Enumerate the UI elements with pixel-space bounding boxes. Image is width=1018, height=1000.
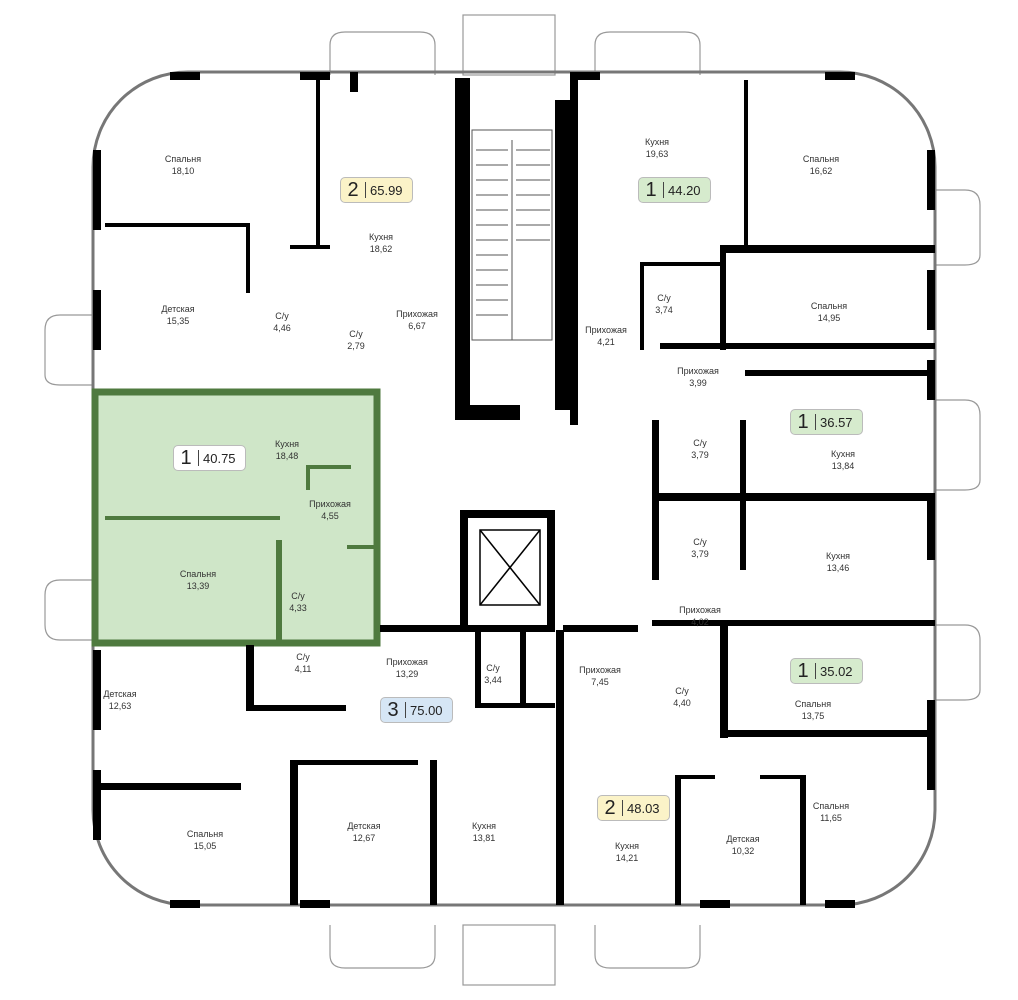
separator bbox=[198, 450, 199, 466]
apartment-area: 40.75 bbox=[203, 450, 236, 466]
separator bbox=[365, 182, 366, 198]
separator bbox=[405, 702, 406, 718]
separator bbox=[622, 800, 623, 816]
apartment-area: 35.02 bbox=[820, 663, 853, 679]
separator bbox=[663, 182, 664, 198]
elevator[interactable] bbox=[479, 529, 541, 606]
separator bbox=[815, 663, 816, 679]
apartment-area: 36.57 bbox=[820, 414, 853, 430]
walls bbox=[93, 72, 935, 908]
room-count: 2 bbox=[347, 178, 359, 201]
apartment-area: 75.00 bbox=[410, 702, 443, 718]
separator bbox=[815, 414, 816, 430]
apartment-area: 44.20 bbox=[668, 182, 701, 198]
apartment-area: 48.03 bbox=[627, 800, 660, 816]
room-count: 1 bbox=[645, 178, 657, 201]
room-count: 1 bbox=[797, 659, 809, 682]
balconies bbox=[44, 14, 981, 986]
apartment-area: 65.99 bbox=[370, 182, 403, 198]
room-count: 1 bbox=[797, 410, 809, 433]
staircase[interactable] bbox=[471, 129, 553, 341]
room-count: 1 bbox=[180, 446, 192, 469]
room-count: 2 bbox=[604, 796, 616, 819]
room-count: 3 bbox=[387, 698, 399, 721]
